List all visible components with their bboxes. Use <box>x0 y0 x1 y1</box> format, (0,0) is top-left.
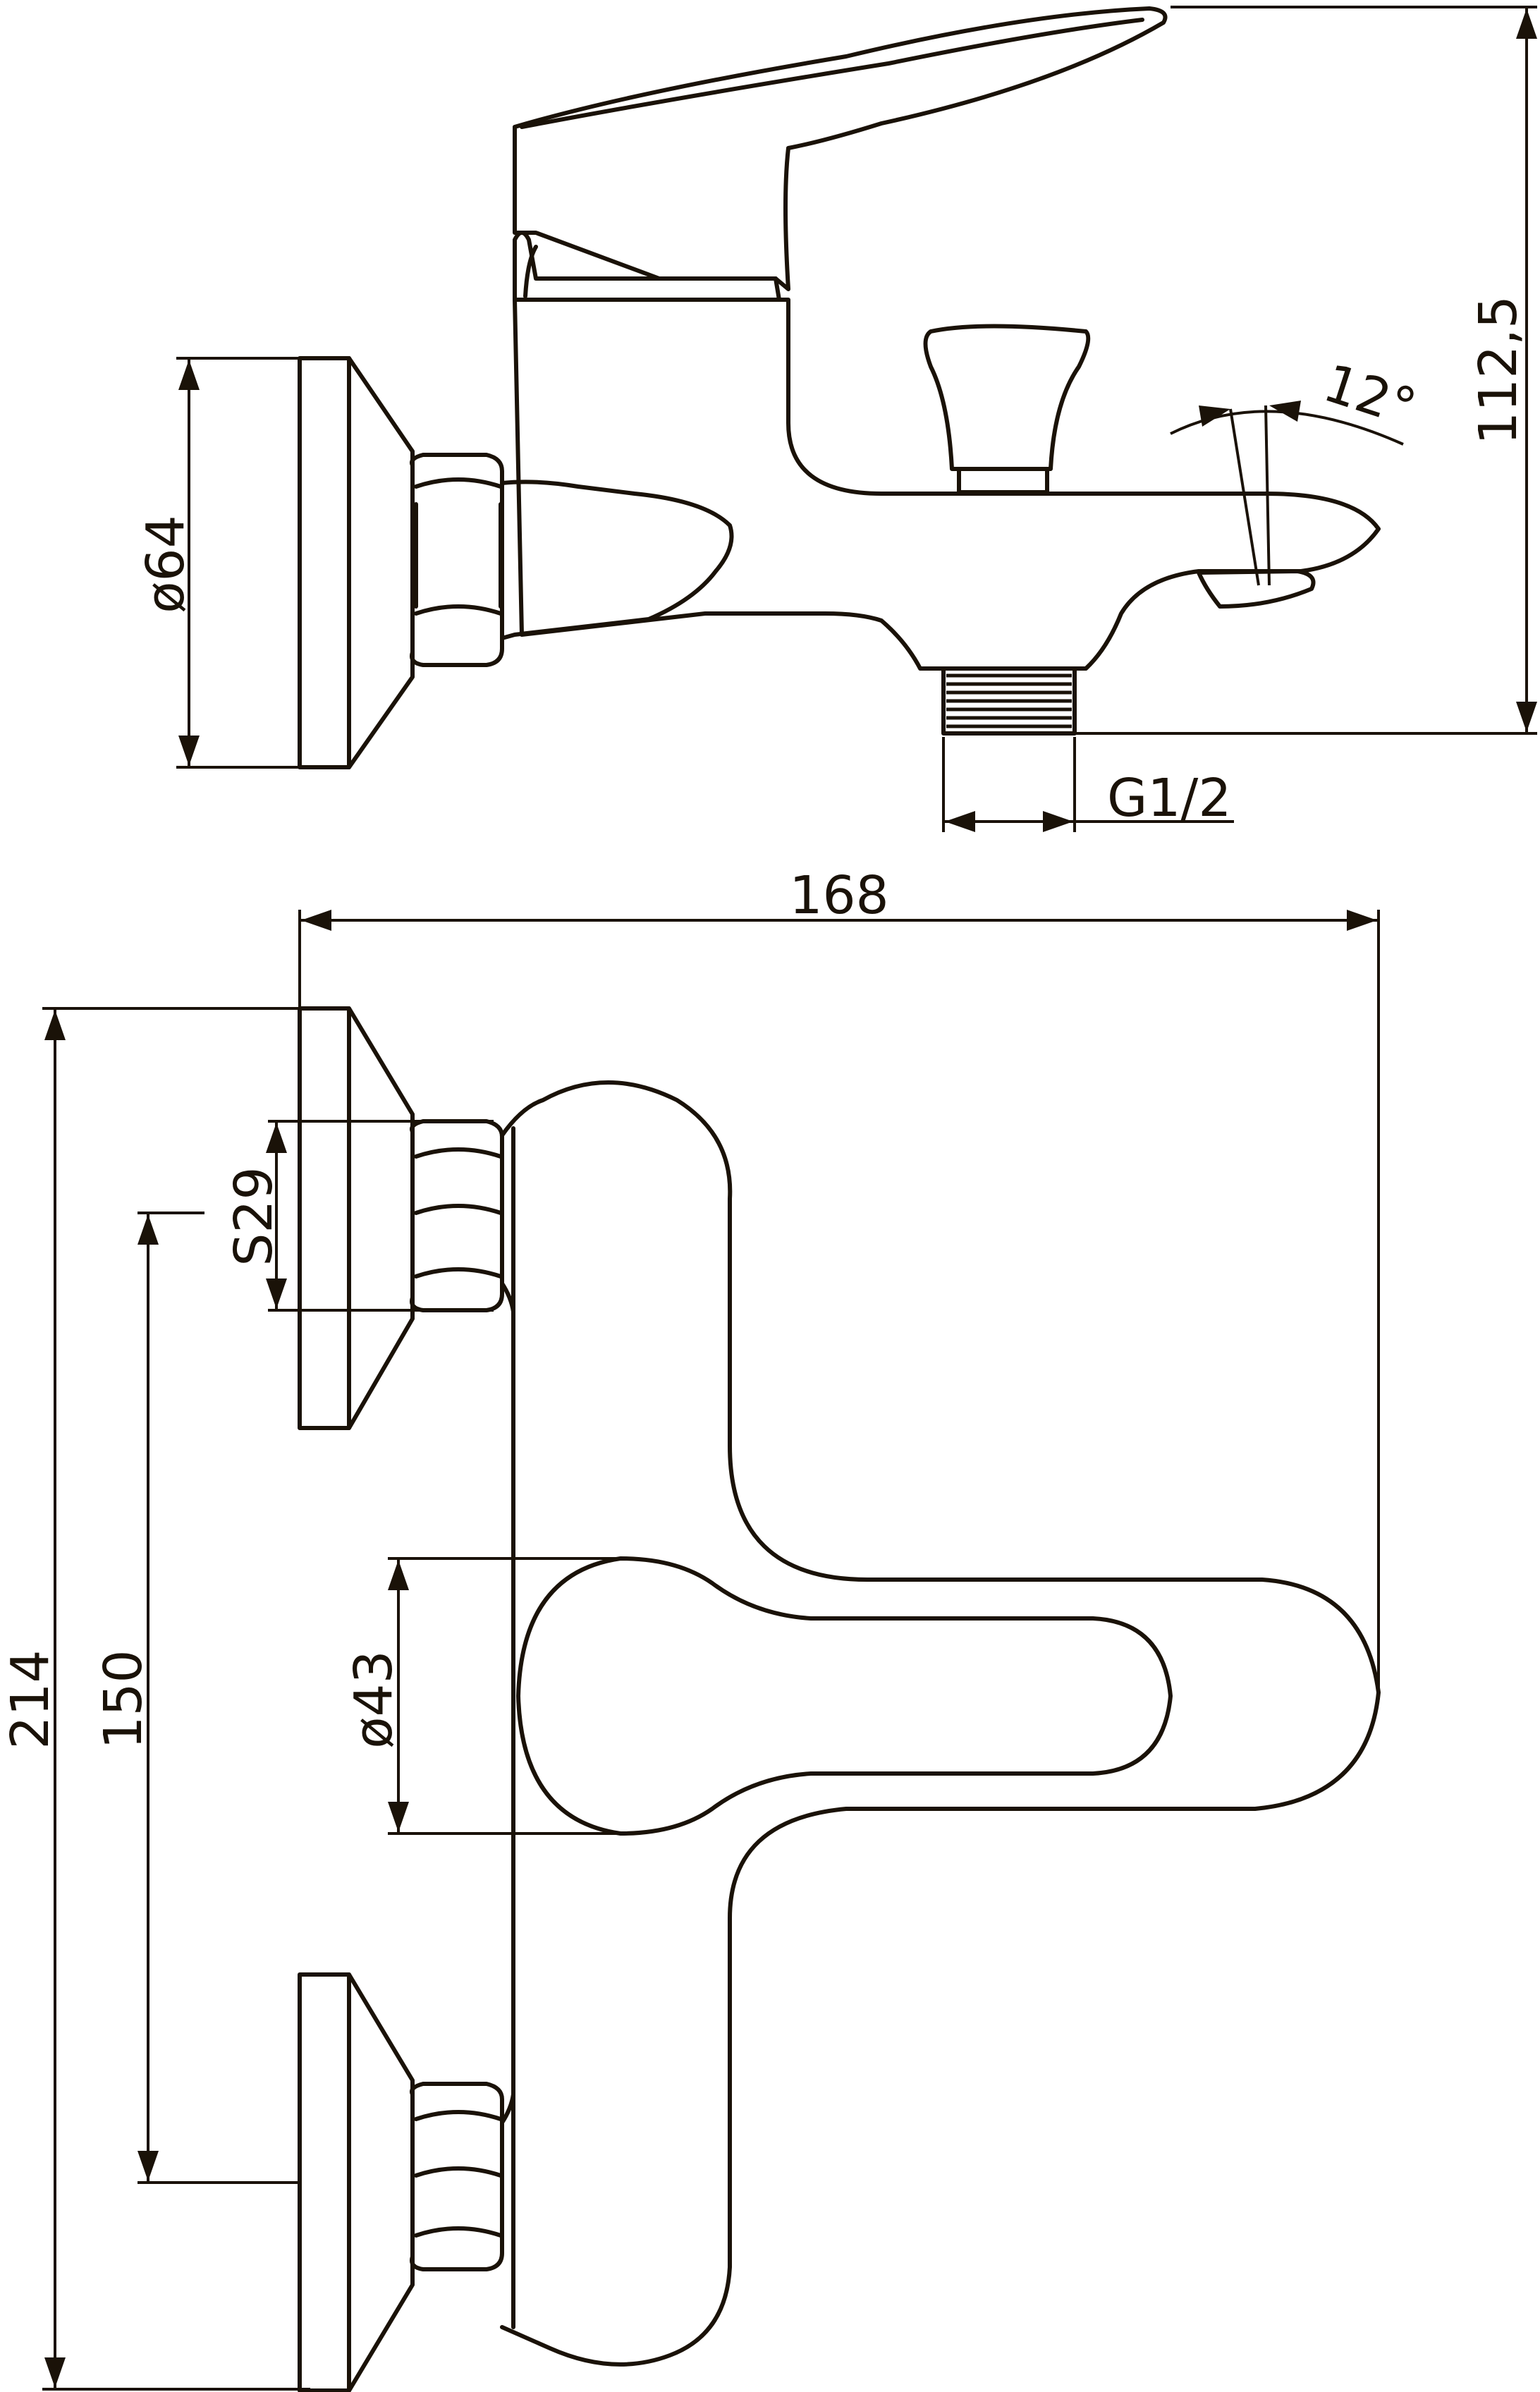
side-main-body <box>513 298 1381 671</box>
side-eccentric-connector <box>500 480 734 640</box>
top-main-body <box>500 1080 1381 2367</box>
dimension-overall-length-label: 214 <box>0 1649 61 1749</box>
side-view: 112,5 ø64 12° G1/2 <box>135 6 1537 832</box>
dimension-nut-size-label: S29 <box>224 1166 284 1266</box>
dimension-flange-diameter: ø64 <box>135 357 310 769</box>
side-diverter-knob <box>923 324 1091 494</box>
dimension-overall-width: 168 <box>298 865 1380 1700</box>
dimension-overall-width-label: 168 <box>789 865 888 926</box>
top-upper-flange <box>298 1006 415 1430</box>
side-lever-handle <box>513 6 1168 291</box>
dimension-nut-size: S29 <box>224 1120 494 1312</box>
top-body-joint-lower <box>500 2092 515 2125</box>
dimension-lever-angle: 12° <box>1170 353 1423 586</box>
dimension-body-diameter-label: ø43 <box>343 1650 404 1748</box>
top-lower-hex-nut <box>410 2082 504 2271</box>
dimension-center-distance-label: 150 <box>93 1649 154 1749</box>
dimension-overall-length: 214 <box>0 1007 310 2391</box>
dimension-body-diameter: ø43 <box>343 1557 621 1835</box>
top-upper-hex-nut <box>410 1119 504 1312</box>
top-body-joint-upper <box>500 1281 515 1314</box>
side-wall-flange <box>298 356 415 769</box>
dimension-lever-angle-label: 12° <box>1316 353 1423 439</box>
dimension-flange-diameter-label: ø64 <box>135 515 196 613</box>
top-view: 168 214 150 S29 <box>0 865 1381 2392</box>
dimension-center-distance: 150 <box>93 1212 300 2184</box>
dimension-outlet-thread: G1/2 <box>942 737 1234 832</box>
dimension-outlet-thread-label: G1/2 <box>1107 768 1231 829</box>
side-hex-nut <box>410 453 504 667</box>
side-spout-aerator <box>1197 569 1316 609</box>
top-lower-flange <box>298 1972 415 2392</box>
dimension-height-label: 112,5 <box>1468 295 1529 445</box>
side-outlet-thread <box>941 666 1077 736</box>
dimension-height: 112,5 <box>1072 6 1537 735</box>
top-lever-handle <box>516 1556 1173 1836</box>
side-cartridge-housing <box>513 231 781 302</box>
